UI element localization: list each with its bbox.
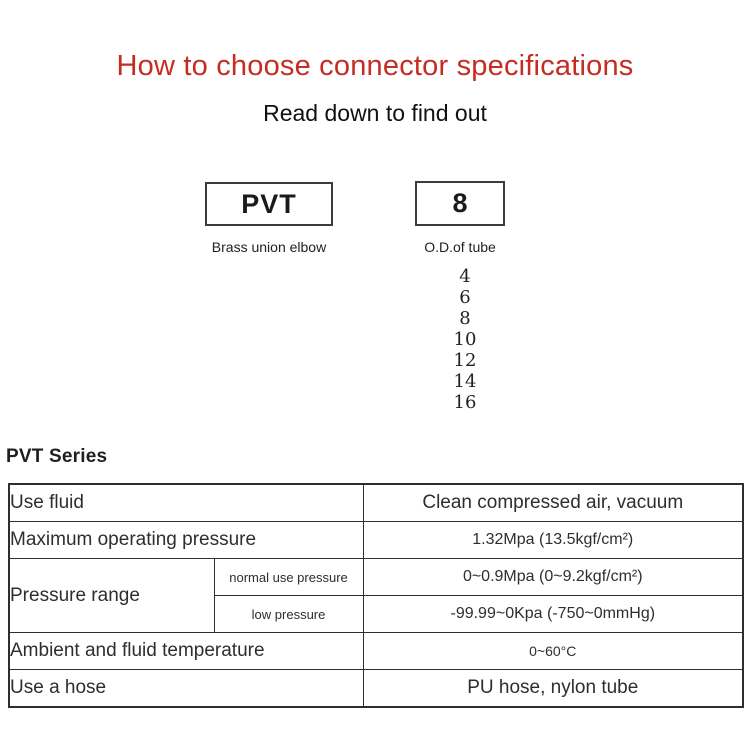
model-code-box: PVT	[205, 182, 333, 226]
size-option: 4	[459, 266, 471, 287]
tube-size-options: 4 6 8 10 12 14 16	[405, 266, 525, 413]
spec-label: Pressure range	[8, 558, 215, 633]
spec-value: 0~60°C	[362, 632, 744, 670]
table-row: low pressure -99.99~0Kpa (-750~0mmHg)	[9, 595, 744, 633]
size-option: 8	[459, 308, 471, 329]
page-subtitle: Read down to find out	[263, 100, 487, 126]
spec-label: Use fluid	[8, 483, 364, 522]
table-row: Maximum operating pressure 1.32Mpa (13.5…	[8, 521, 744, 559]
specification-table: Use fluid Clean compressed air, vacuum M…	[8, 483, 745, 708]
size-code-label: 8	[452, 188, 468, 218]
series-heading: PVT Series	[6, 446, 108, 467]
model-code-caption: Brass union elbow	[211, 239, 327, 255]
spec-sub-label: normal use pressure	[213, 558, 364, 596]
table-row: Ambient and fluid temperature 0~60°C	[8, 632, 744, 670]
size-option: 12	[453, 350, 477, 371]
model-code-label: PVT	[241, 188, 297, 219]
spec-label: Ambient and fluid temperature	[8, 632, 364, 670]
spec-value: 1.32Mpa (13.5kgf/cm²)	[362, 521, 744, 559]
size-option: 14	[453, 371, 477, 392]
size-option: 10	[453, 329, 477, 350]
table-row: Use a hose PU hose, nylon tube	[8, 669, 744, 708]
size-code-box: 8	[415, 181, 505, 226]
size-option: 6	[459, 287, 471, 308]
spec-value: 0~0.9Mpa (0~9.2kgf/cm²)	[362, 558, 744, 596]
size-code-caption: O.D.of tube	[424, 239, 496, 255]
spec-sub-label: low pressure	[213, 595, 364, 633]
table-row: Pressure range normal use pressure 0~0.9…	[8, 558, 744, 633]
spec-label: Use a hose	[8, 669, 364, 708]
table-row: Use fluid Clean compressed air, vacuum	[8, 483, 744, 522]
spec-value: Clean compressed air, vacuum	[362, 483, 744, 522]
spec-label: Maximum operating pressure	[8, 521, 364, 559]
spec-value: -99.99~0Kpa (-750~0mmHg)	[362, 595, 744, 633]
page-title: How to choose connector specifications	[116, 50, 634, 82]
size-option: 16	[453, 392, 477, 413]
spec-value: PU hose, nylon tube	[362, 669, 744, 708]
